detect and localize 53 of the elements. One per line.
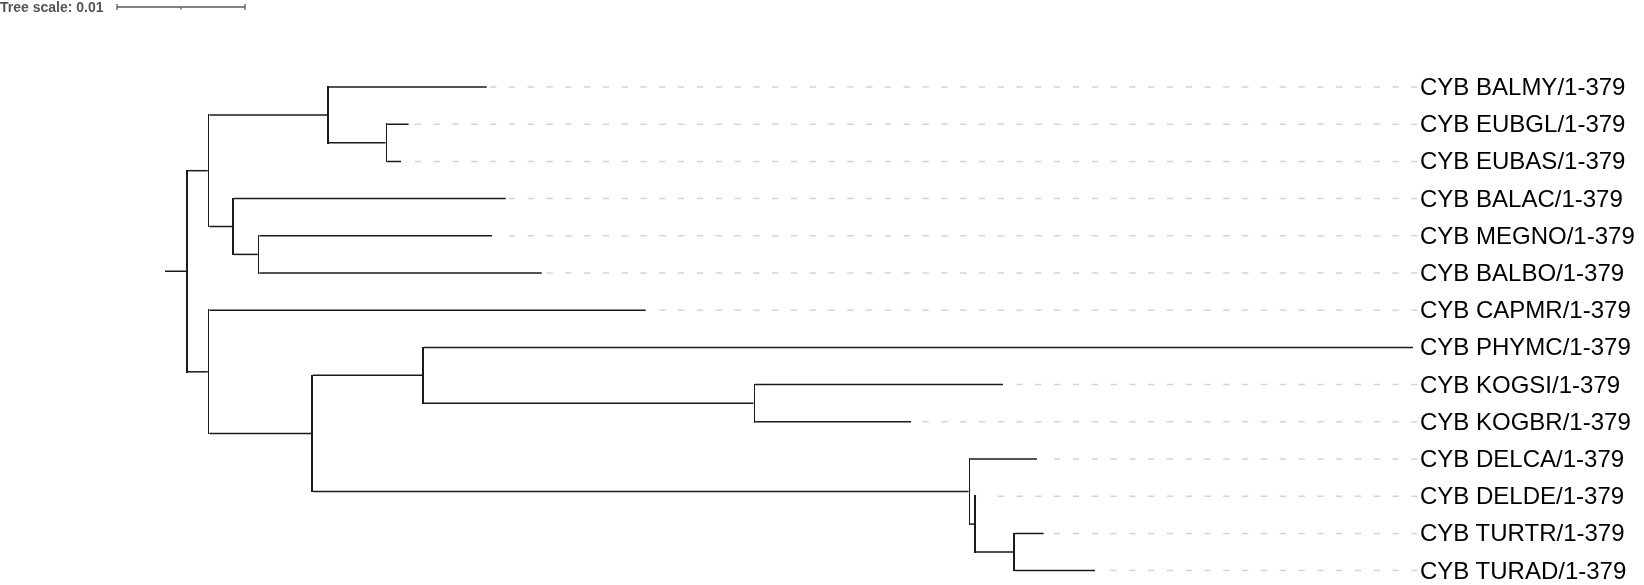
- taxon-label: CYB TURAD/1-379: [1420, 557, 1627, 584]
- branch-line: [233, 253, 259, 256]
- taxon-label: CYB BALMY/1-379: [1420, 74, 1626, 100]
- branch-line: [208, 432, 313, 435]
- branch-line: [423, 402, 755, 404]
- branch-junction-line: [257, 235, 260, 274]
- taxon-label: CYB KOGSI/1-379: [1420, 371, 1621, 398]
- taxon-label: CYB BALAC/1-379: [1420, 185, 1623, 212]
- branch-junction-line: [968, 458, 971, 525]
- branch-line: [1014, 569, 1418, 572]
- branch-line: [312, 374, 424, 377]
- branch-line: [754, 383, 1418, 386]
- taxon-label: CYB KOGBR/1-379: [1420, 408, 1631, 435]
- branch-line: [208, 225, 234, 228]
- branch-line: [969, 523, 975, 525]
- taxon-label: CYB BALBO/1-379: [1420, 260, 1625, 286]
- taxon-label: CYB MEGNO/1-379: [1420, 222, 1635, 249]
- branch-line: [186, 169, 209, 172]
- branch-junction-line: [327, 86, 329, 144]
- taxon-label: CYB TURTR/1-379: [1420, 520, 1625, 547]
- branch-junction-line: [186, 169, 188, 373]
- taxon-label: CYB CAPMR/1-379: [1420, 297, 1631, 324]
- branch-line: [754, 421, 1418, 423]
- taxon-label: CYB DELCA/1-379: [1420, 446, 1625, 472]
- branch-line: [233, 197, 1418, 200]
- taxon-label: CYB PHYMC/1-379: [1420, 334, 1631, 361]
- branch-line: [975, 551, 1014, 553]
- branch-line: [327, 86, 1418, 88]
- branch-line: [386, 160, 1418, 163]
- branch-line: [327, 142, 387, 144]
- scale-label: Tree scale: 0.01: [0, 0, 104, 14]
- branch-line: [258, 235, 1418, 237]
- branch-line: [258, 272, 1418, 274]
- taxon-label: CYB EUBAS/1-379: [1420, 148, 1626, 175]
- branch-line: [969, 458, 1418, 460]
- branch-line: [208, 114, 328, 116]
- taxon-label: CYB DELDE/1-379: [1420, 483, 1625, 510]
- branch-junction-line: [311, 374, 313, 493]
- branch-line: [312, 490, 970, 493]
- taxon-label: CYB EUBGL/1-379: [1420, 111, 1626, 138]
- branch-junction-line: [207, 114, 210, 228]
- branch-junction-line: [207, 309, 210, 435]
- branch-junction-line: [232, 197, 234, 256]
- branch-line: [386, 123, 1418, 125]
- branch-line: [164, 270, 187, 272]
- branch-junction-line: [422, 346, 424, 404]
- branch-junction-line: [1013, 532, 1015, 572]
- branch-line: [1014, 532, 1418, 535]
- branch-line: [186, 371, 209, 373]
- branch-junction-line: [753, 383, 756, 423]
- branch-junction-line: [974, 495, 976, 553]
- branch-line: [208, 309, 1418, 311]
- branch-junction-line: [385, 123, 388, 163]
